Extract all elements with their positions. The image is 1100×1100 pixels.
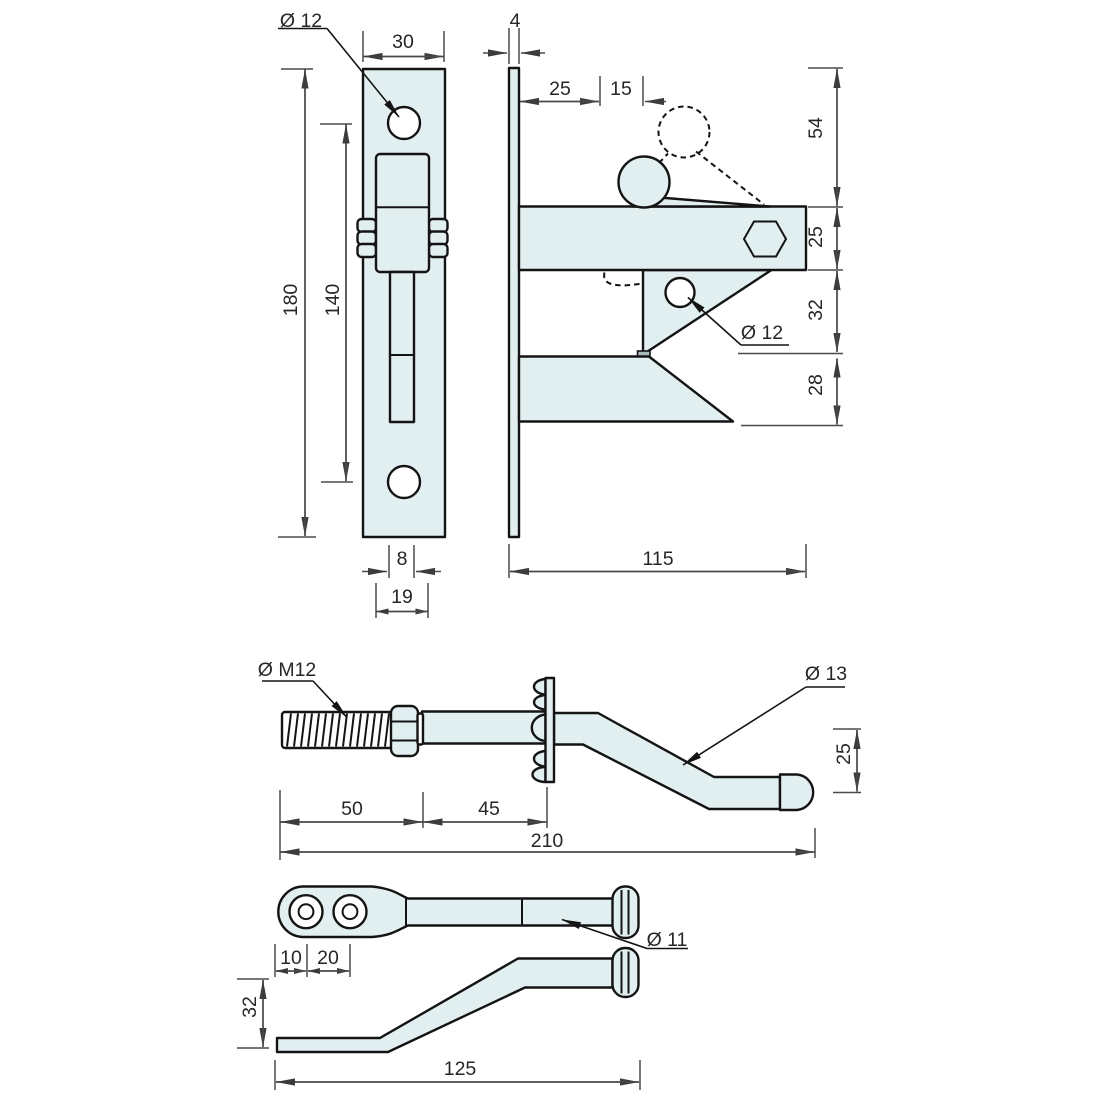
striker-top-body — [277, 885, 615, 939]
pin-shank — [420, 710, 547, 745]
dim-label-striker-hole-offset-b: 20 — [317, 947, 339, 969]
side-knob-alt-position-dashed — [657, 105, 711, 159]
dim-label-pin-shank-len: 45 — [478, 798, 500, 820]
dim-label-side-wedge: 28 — [805, 374, 827, 396]
side-latch-bar — [517, 205, 808, 272]
front-bottom-hole — [386, 464, 422, 500]
side-view-dimensions: 4 25 15 54 25 32 28 Ø 12 115 — [483, 10, 843, 578]
pin-bolt-dimensions: Ø M12 50 45 210 Ø 13 25 — [258, 659, 861, 860]
dim-label-side-offset-b: 15 — [610, 78, 632, 100]
side-hex-socket — [742, 220, 788, 258]
dim-label-striker-length: 125 — [444, 1058, 477, 1080]
dim-label-striker-height: 32 — [239, 996, 261, 1018]
side-knob-ball — [617, 155, 671, 209]
striker-top-tip-cap — [611, 885, 640, 940]
dim-label-striker-rod-dia: Ø 11 — [647, 929, 688, 951]
dim-label-front-height: 180 — [280, 284, 302, 317]
dim-label-pin-thread-dia: Ø M12 — [258, 659, 317, 681]
side-bracket-hole — [664, 276, 696, 309]
striker-side-tip-cap — [611, 946, 640, 999]
dim-label-front-hole-dia: Ø 12 — [280, 10, 322, 32]
pin-bolt-view — [280, 676, 815, 812]
side-plate — [507, 66, 521, 539]
dim-label-pin-rod-dia: Ø 13 — [805, 663, 847, 685]
dim-label-front-width: 30 — [392, 31, 414, 53]
dim-label-pin-total-len: 210 — [531, 830, 564, 852]
side-view-latch-assembly — [507, 66, 808, 539]
dim-label-pin-offset: 25 — [833, 743, 855, 765]
pin-threaded-section — [280, 710, 394, 750]
front-slide-bar — [388, 270, 416, 424]
side-wedge-catch — [517, 355, 735, 423]
pin-tip-cap — [778, 773, 815, 812]
dim-label-pin-thread-len: 50 — [341, 798, 363, 820]
dim-label-front-hole-spacing: 140 — [322, 284, 344, 317]
striker-top-view — [277, 885, 640, 940]
striker-hole-2 — [332, 894, 368, 930]
striker-side-body — [275, 957, 614, 1054]
dim-label-side-thickness: 4 — [510, 10, 521, 32]
front-slider-body — [374, 152, 431, 274]
striker-side-view — [275, 946, 640, 1054]
dim-label-side-offset-a: 25 — [549, 78, 571, 100]
pin-crank-rod — [552, 711, 782, 811]
dim-label-side-bracket: 32 — [805, 299, 827, 321]
front-top-hole — [386, 105, 422, 141]
striker-hole-1 — [288, 894, 324, 930]
pin-washer — [416, 712, 425, 746]
side-lever-alt-dashed — [603, 272, 643, 287]
pin-hex-nut — [389, 704, 420, 758]
dim-label-striker-hole-offset-a: 10 — [280, 947, 302, 969]
dim-label-front-bar-width: 8 — [397, 548, 408, 570]
dim-label-side-top: 54 — [805, 117, 827, 139]
dim-label-front-slider-width: 19 — [391, 586, 413, 608]
pin-anchor-disc — [530, 676, 556, 784]
dim-label-side-bar: 25 — [805, 226, 827, 248]
front-view-dimensions: Ø 12 30 180 140 8 19 — [278, 10, 445, 618]
dim-label-side-hole-dia: Ø 12 — [741, 322, 783, 344]
front-view-latch-plate — [356, 67, 449, 539]
striker-dimensions: 10 20 Ø 11 32 125 — [237, 918, 688, 1090]
dim-label-side-depth: 115 — [642, 548, 673, 570]
